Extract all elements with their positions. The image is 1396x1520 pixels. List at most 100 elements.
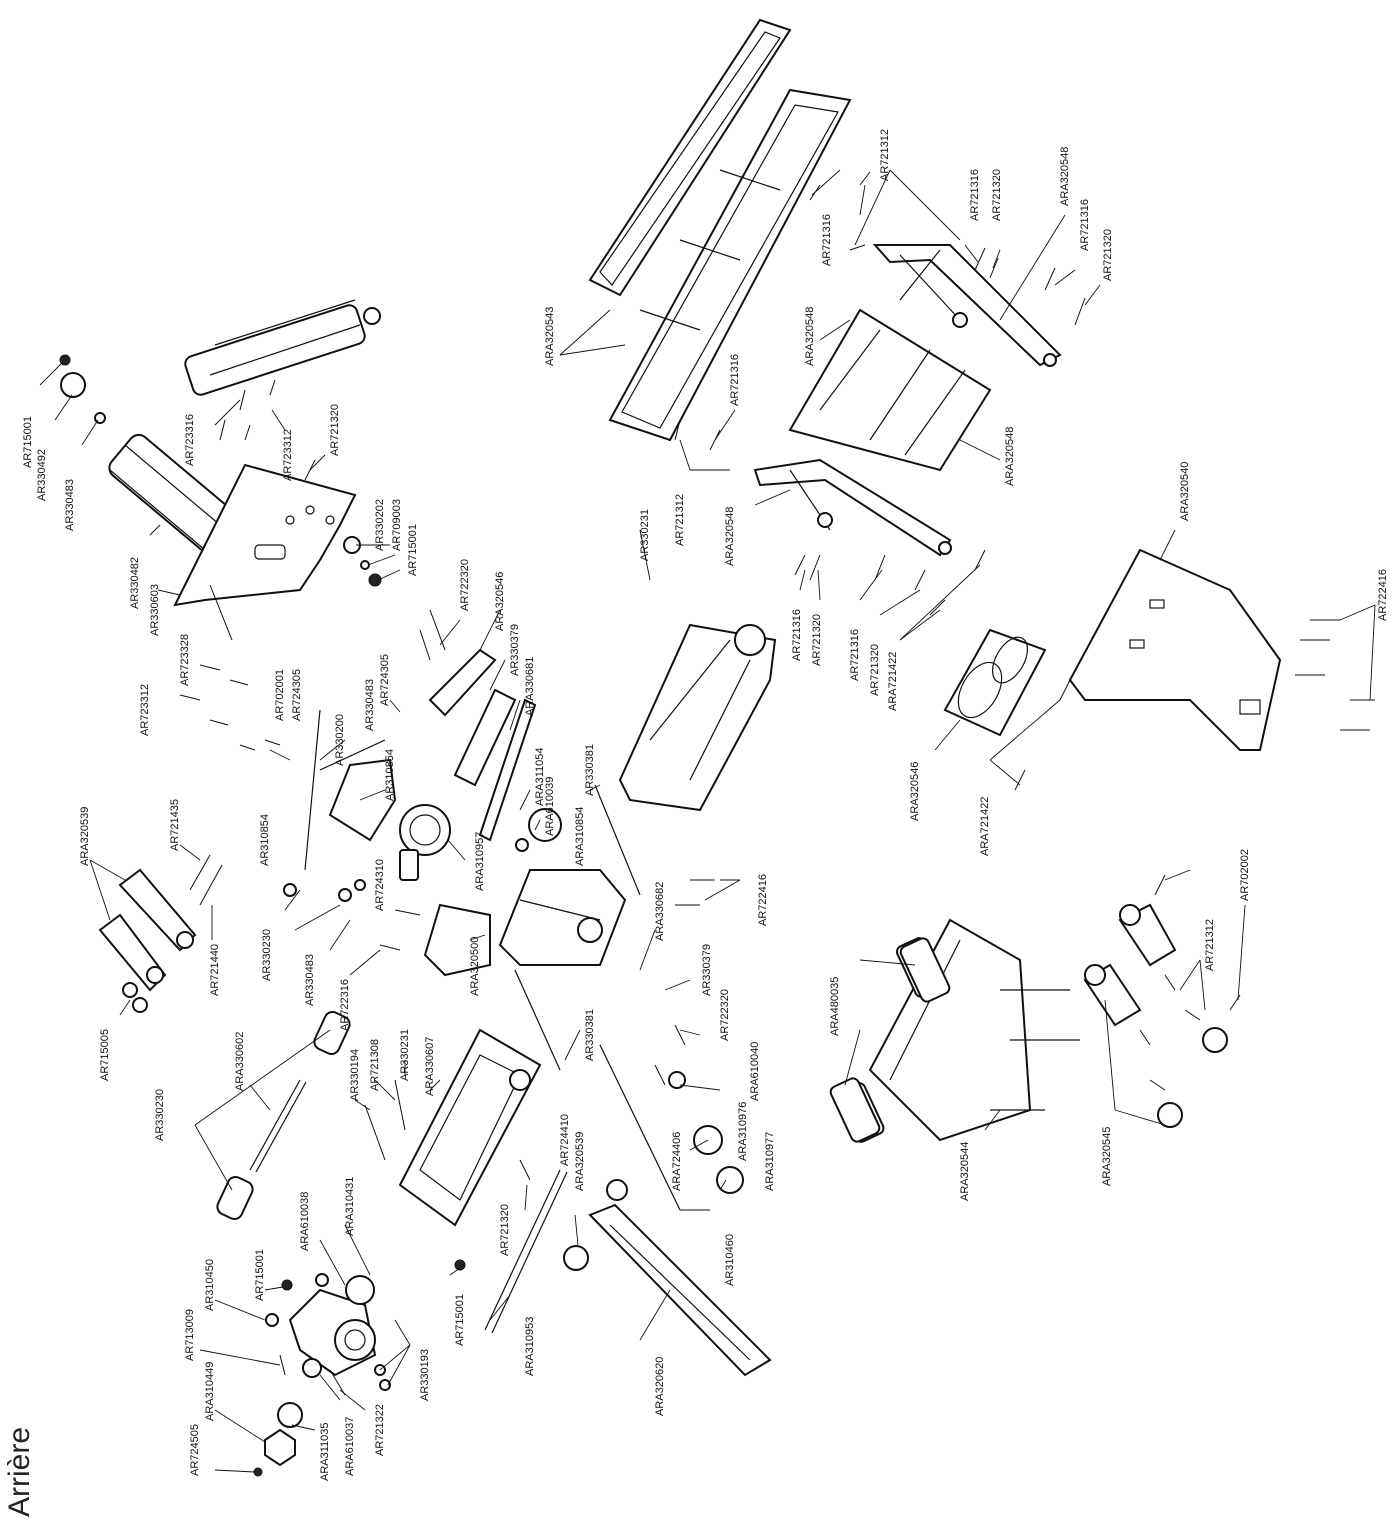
part-label: AR330200 — [334, 714, 346, 766]
part-label: ARA320539 — [574, 1131, 586, 1191]
part-label: ARA310976 — [737, 1101, 749, 1161]
part-label: AR721312 — [674, 494, 686, 546]
part-label: ARA610038 — [299, 1191, 311, 1251]
rear-chassis-plate — [1068, 548, 1282, 751]
shock-absorber-upper — [184, 299, 381, 396]
part-label: AR702001 — [274, 669, 286, 721]
hub-arms-left — [98, 868, 197, 992]
part-label: ARA311035 — [319, 1422, 331, 1481]
part-label: AR310450 — [204, 1259, 216, 1311]
rear-bracket-top — [872, 244, 1062, 367]
part-label: AR715005 — [99, 1029, 111, 1081]
part-label: AR713009 — [184, 1309, 196, 1361]
part-label: AR330193 — [419, 1349, 431, 1401]
part-label: AR721316 — [791, 609, 803, 661]
part-label: AR721316 — [821, 214, 833, 266]
part-label: ARA721422 — [979, 796, 991, 856]
part-label: AR330194 — [349, 1049, 361, 1101]
part-label: ARA320548 — [724, 506, 736, 566]
part-label: ARA310957 — [474, 831, 486, 891]
gearbox-housing — [498, 869, 627, 966]
part-label: ARA320548 — [1059, 146, 1071, 206]
upper-arm-right — [618, 623, 777, 812]
screws — [179, 171, 1375, 1396]
part-label: AR330202 — [374, 499, 386, 551]
part-label: ARA310977 — [764, 1131, 776, 1191]
part-label: AR715001 — [407, 524, 419, 576]
part-label: AR721320 — [869, 644, 881, 696]
hub-carrier — [288, 1288, 377, 1377]
differential — [399, 804, 451, 881]
part-label: ARA330602 — [234, 1031, 246, 1091]
part-label: ARA610040 — [749, 1041, 761, 1101]
part-label: ARA330682 — [654, 881, 666, 941]
part-label: AR330483 — [304, 954, 316, 1006]
part-label: AR330492 — [36, 449, 48, 501]
diff-cover — [328, 758, 397, 842]
part-label: AR715001 — [454, 1294, 466, 1346]
part-label: ARA610037 — [344, 1416, 356, 1476]
part-label: AR723312 — [139, 684, 151, 736]
part-label: AR724410 — [559, 1114, 571, 1166]
part-label: AR721316 — [729, 354, 741, 406]
part-label: AR722416 — [757, 874, 769, 926]
part-label: AR721320 — [329, 404, 341, 456]
page-title: Arrière — [3, 1426, 36, 1517]
wing-plates — [829, 937, 951, 1143]
part-label: AR721308 — [369, 1039, 381, 1091]
small-nuts — [59, 354, 744, 1477]
part-label: AR330381 — [584, 1009, 596, 1061]
clamp-parts — [1083, 903, 1228, 1128]
shock-tower-plate — [173, 463, 357, 607]
part-label: AR721440 — [209, 944, 221, 996]
part-label: AR722320 — [459, 559, 471, 611]
part-label: AR722416 — [1377, 569, 1389, 621]
part-label: AR723316 — [184, 414, 196, 466]
part-label: AR330231 — [399, 1029, 411, 1081]
part-label: AR330603 — [149, 584, 161, 636]
part-label: AR721435 — [169, 799, 181, 851]
part-label: ARA320548 — [1004, 426, 1016, 486]
part-label: ARA310449 — [204, 1361, 216, 1421]
part-label: AR721312 — [879, 129, 891, 181]
part-label: AR330483 — [64, 479, 76, 531]
part-label: AR721320 — [1102, 229, 1114, 281]
part-label: AR330230 — [154, 1089, 166, 1141]
part-label: AR330379 — [509, 624, 521, 676]
rear-skid-plate — [588, 1203, 772, 1377]
part-label: AR721316 — [969, 169, 981, 221]
part-label: ARA724406 — [671, 1131, 683, 1191]
part-label: ARA320540 — [1179, 461, 1191, 521]
axle-shaft — [484, 1169, 568, 1334]
bearing — [345, 1275, 375, 1305]
wing-mount — [943, 628, 1047, 737]
leader-lines — [39, 169, 1376, 1473]
part-label: AR709003 — [391, 499, 403, 551]
part-label: ARA320548 — [804, 306, 816, 366]
wheel-nut — [264, 1402, 303, 1467]
part-label: AR724505 — [189, 1424, 201, 1476]
part-label: AR721322 — [374, 1404, 386, 1456]
part-label: AR715001 — [254, 1249, 266, 1301]
part-label: ARA330681 — [524, 656, 536, 716]
part-label: AR721320 — [991, 169, 1003, 221]
part-label: AR330231 — [639, 509, 651, 561]
part-label: AR721312 — [1204, 919, 1216, 971]
part-label: AR702002 — [1239, 849, 1251, 901]
bumper-bar-upper — [588, 18, 852, 442]
part-label: ARA320620 — [654, 1356, 666, 1416]
part-label: AR330381 — [584, 744, 596, 796]
part-label: AR310854 — [259, 814, 271, 866]
part-label: ARA310431 — [344, 1176, 356, 1236]
part-label: ARA480035 — [829, 976, 841, 1036]
part-label: ARA310854 — [574, 806, 586, 866]
part-label: ARA320544 — [959, 1141, 971, 1201]
part-label: AR721316 — [1079, 199, 1091, 251]
part-label: ARA310953 — [524, 1316, 536, 1376]
part-label: ARA330607 — [424, 1036, 436, 1096]
part-label: ARA320545 — [1101, 1126, 1113, 1186]
part-label: AR723328 — [179, 634, 191, 686]
part-label: AR722320 — [719, 989, 731, 1041]
part-label: AR721320 — [499, 1204, 511, 1256]
